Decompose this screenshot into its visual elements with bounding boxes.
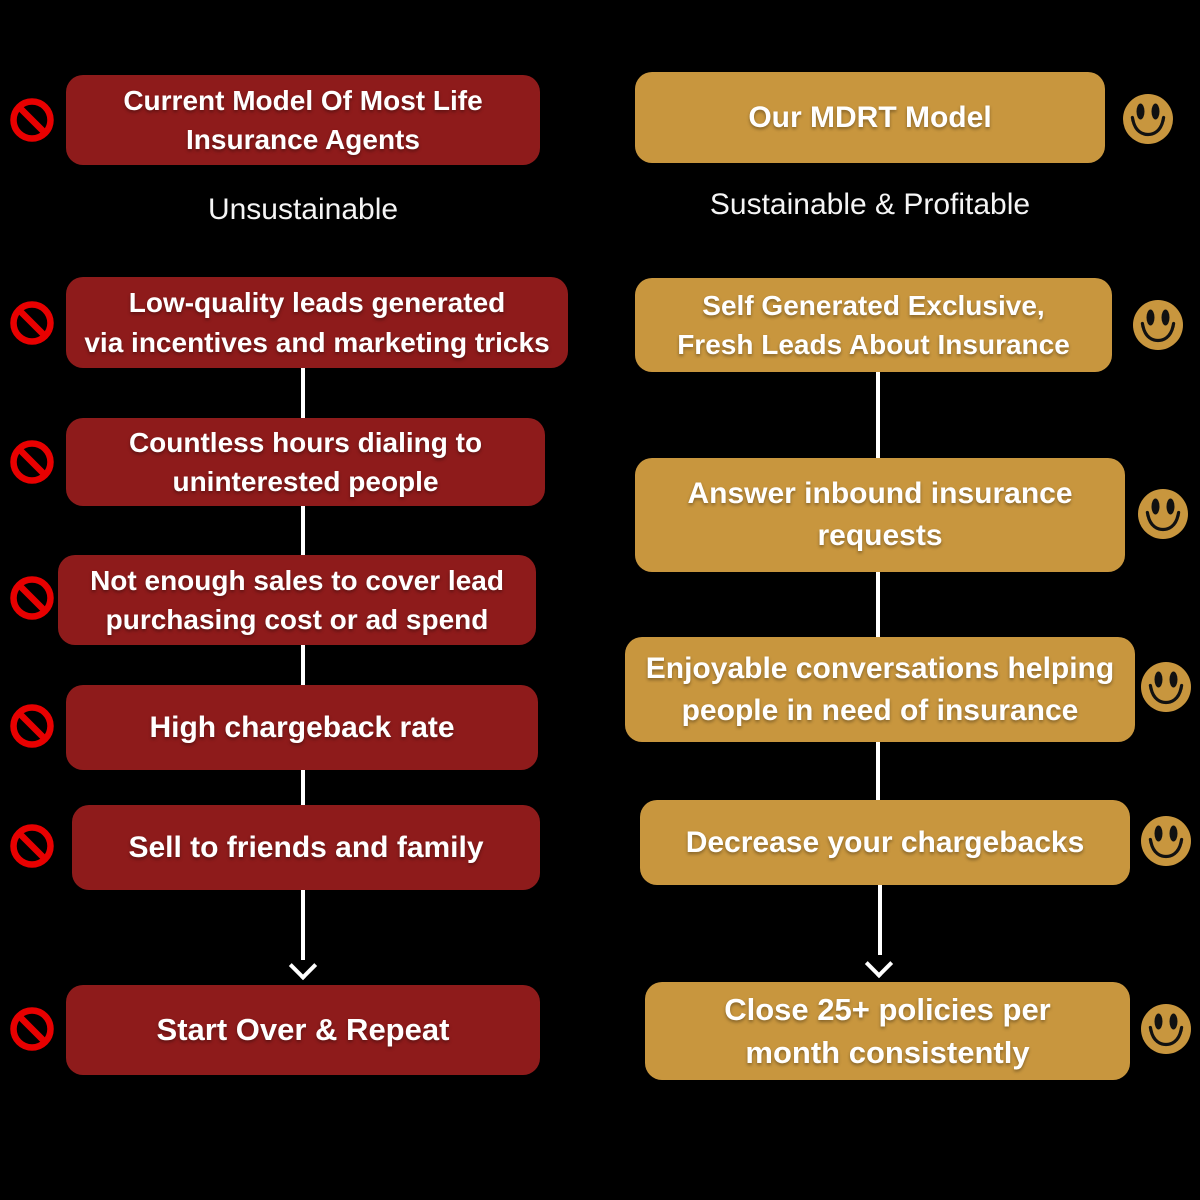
bad-model-header: Current Model Of Most Life Insurance Age…: [66, 75, 540, 165]
no-entry-icon: [10, 440, 54, 484]
bad-model-step: Countless hours dialing to uninterested …: [66, 418, 545, 506]
no-entry-icon: [10, 576, 54, 620]
smiley-icon: [1133, 300, 1183, 350]
connector-line: [876, 742, 880, 800]
bad-model-step: Start Over & Repeat: [66, 985, 540, 1075]
connector-line: [301, 506, 305, 555]
no-entry-icon: [10, 301, 54, 345]
bad-model-step: Not enough sales to cover lead purchasin…: [58, 555, 536, 645]
connector-line: [876, 372, 880, 458]
arrow-down-icon: [288, 951, 318, 981]
bad-model-step: Sell to friends and family: [72, 805, 540, 890]
connector-line: [876, 572, 880, 637]
good-model-step: Close 25+ policies per month consistentl…: [645, 982, 1130, 1080]
no-entry-icon: [10, 704, 54, 748]
connector-line: [301, 645, 305, 685]
smiley-icon: [1141, 662, 1191, 712]
good-model-subtitle: Sustainable & Profitable: [709, 188, 1031, 221]
good-model-header: Our MDRT Model: [635, 72, 1105, 163]
connector-line: [301, 368, 305, 418]
smiley-icon: [1141, 816, 1191, 866]
bad-model-subtitle: Unsustainable: [207, 193, 399, 226]
no-entry-icon: [10, 824, 54, 868]
no-entry-icon: [10, 98, 54, 142]
good-model-step: Enjoyable conversations helping people i…: [625, 637, 1135, 742]
bad-model-step: Low-quality leads generated via incentiv…: [66, 277, 568, 368]
connector-line: [301, 890, 305, 960]
arrow-down-icon: [864, 949, 894, 979]
connector-line: [301, 770, 305, 805]
good-model-step: Decrease your chargebacks: [640, 800, 1130, 885]
no-entry-icon: [10, 1007, 54, 1051]
smiley-icon: [1138, 489, 1188, 539]
bad-model-step: High chargeback rate: [66, 685, 538, 770]
good-model-step: Self Generated Exclusive, Fresh Leads Ab…: [635, 278, 1112, 372]
smiley-icon: [1141, 1004, 1191, 1054]
good-model-step: Answer inbound insurance requests: [635, 458, 1125, 572]
smiley-icon: [1123, 94, 1173, 144]
connector-line: [878, 885, 882, 955]
